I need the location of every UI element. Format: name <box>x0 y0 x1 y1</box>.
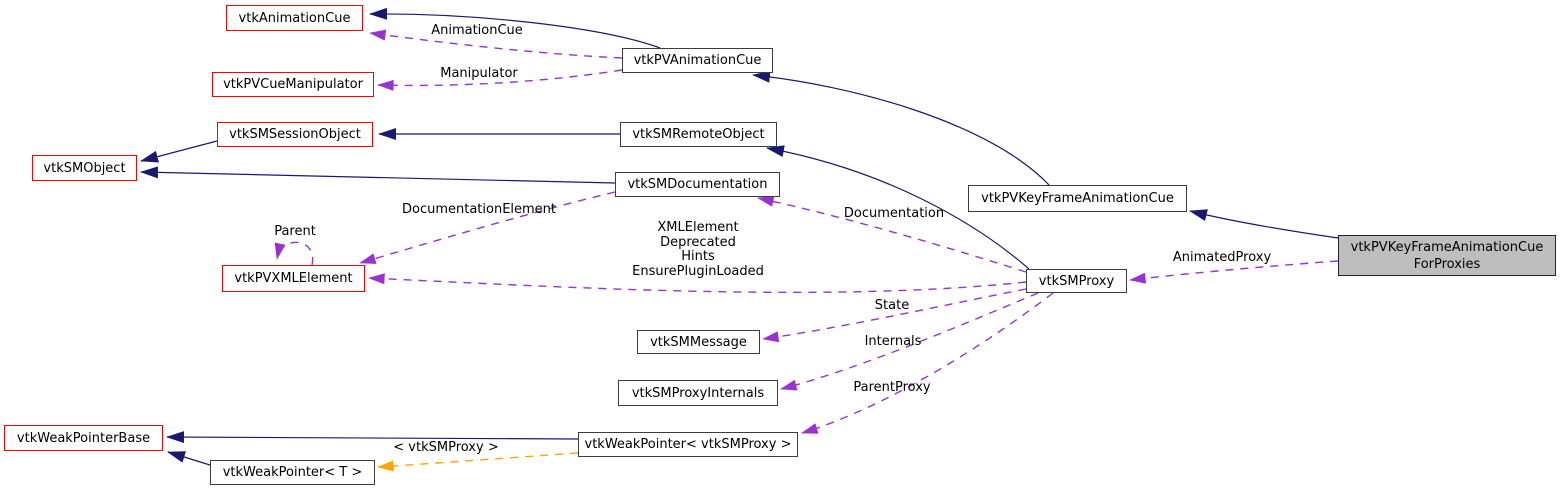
edge-label-template-args: < vtkSMProxy > <box>393 440 499 455</box>
edge-label-parent: Parent <box>274 224 316 239</box>
node-label: vtkSMObject <box>43 160 126 176</box>
node-label-line2: ForProxies <box>1413 256 1481 272</box>
node-vtk-animation-cue[interactable]: vtkAnimationCue <box>226 5 363 31</box>
node-vtk-sm-documentation[interactable]: vtkSMDocumentation <box>615 172 780 197</box>
edge-label-animated-proxy: AnimatedProxy <box>1172 250 1272 265</box>
node-label: vtkWeakPointerBase <box>16 430 151 446</box>
inheritance-edge-pvanimationcue-animationcue <box>369 7 661 49</box>
node-vtk-sm-message[interactable]: vtkSMMessage <box>637 330 760 354</box>
edge-label-animation-cue: AnimationCue <box>431 23 523 38</box>
edge-label-parent-proxy: ParentProxy <box>853 380 931 395</box>
edge-label-state: State <box>874 298 910 313</box>
edge-label-xml-element-group: XMLElement Deprecated Hints EnsurePlugin… <box>632 220 764 279</box>
node-vtk-pv-animation-cue[interactable]: vtkPVAnimationCue <box>622 48 773 73</box>
node-label: vtkSMDocumentation <box>627 177 768 192</box>
usage-edge-animatedproxy <box>1129 260 1339 284</box>
node-label: vtkPVCueManipulator <box>223 77 363 92</box>
node-vtk-sm-remote-object[interactable]: vtkSMRemoteObject <box>620 122 777 147</box>
edge-label-deprecated: Deprecated <box>660 234 736 250</box>
inheritance-edge-smsessionobject-smobject <box>140 140 218 163</box>
node-vtk-sm-proxy-internals[interactable]: vtkSMProxyInternals <box>618 380 778 406</box>
node-vtk-pv-xml-element[interactable]: vtkPVXMLElement <box>222 265 365 292</box>
inheritance-edge-smdocumentation-smobject <box>140 166 616 184</box>
edge-label-ensure-plugin-loaded: EnsurePluginLoaded <box>632 263 764 279</box>
node-vtk-weak-pointer-t[interactable]: vtkWeakPointer< T > <box>210 460 375 485</box>
node-label: vtkSMSessionObject <box>229 127 361 142</box>
usage-edge-xmlelement-deprecated-hints-ensurepluginloaded <box>368 273 1027 294</box>
node-label: vtkWeakPointer< vtkSMProxy > <box>584 437 792 452</box>
node-label: vtkSMRemoteObject <box>632 127 765 142</box>
node-vtk-pv-cue-manipulator[interactable]: vtkPVCueManipulator <box>212 72 374 97</box>
node-label-line1: vtkPVKeyFrameAnimationCue <box>1350 239 1544 255</box>
usage-edge-documentation <box>757 195 1027 273</box>
inheritance-edge-weakpointersmproxy-weakpointerbase <box>166 431 579 444</box>
edge-label-xml-element: XMLElement <box>657 220 739 235</box>
node-label: vtkPVXMLElement <box>234 271 353 286</box>
usage-edge-documentationelement <box>359 191 616 264</box>
edge-label-manipulator: Manipulator <box>440 66 518 81</box>
usage-edge-parentproxy <box>801 292 1054 434</box>
usage-edge-parent-selfloop <box>274 241 314 266</box>
usage-edge-state <box>762 288 1027 343</box>
edge-label-hints: Hints <box>681 249 715 264</box>
usage-edge-internals <box>780 292 1039 391</box>
inheritance-edge-pvkeyframeanimationcue-pvanimationcue <box>752 70 1051 187</box>
node-label: vtkPVKeyFrameAnimationCue <box>981 191 1174 206</box>
node-vtk-weak-pointer-base[interactable]: vtkWeakPointerBase <box>4 425 163 451</box>
node-label: vtkSMMessage <box>650 334 747 350</box>
usage-edge-manipulator <box>377 69 623 91</box>
edge-label-documentation-element: DocumentationElement <box>401 202 557 217</box>
inheritance-edge-weakpointert-weakpointerbase <box>167 451 211 466</box>
node-vtk-sm-proxy[interactable]: vtkSMProxy <box>1026 269 1127 293</box>
node-vtk-pv-key-frame-animation-cue[interactable]: vtkPVKeyFrameAnimationCue <box>968 185 1187 212</box>
node-label: vtkSMProxy <box>1038 273 1115 289</box>
node-label: vtkSMProxyInternals <box>631 385 765 401</box>
inheritance-edge-forproxies-pvkeyframeanimationcue <box>1189 209 1339 239</box>
node-label: vtkAnimationCue <box>238 10 351 26</box>
node-vtk-weak-pointer-vtk-sm-proxy[interactable]: vtkWeakPointer< vtkSMProxy > <box>578 432 798 457</box>
node-vtk-pv-key-frame-animation-cue-for-proxies-current: vtkPVKeyFrameAnimationCue ForProxies <box>1338 235 1556 276</box>
edge-label-internals: Internals <box>864 334 922 349</box>
node-label: vtkWeakPointer< T > <box>222 465 363 480</box>
node-vtk-sm-session-object[interactable]: vtkSMSessionObject <box>217 122 373 147</box>
edge-label-documentation: Documentation <box>843 206 945 221</box>
node-vtk-sm-object[interactable]: vtkSMObject <box>32 155 137 181</box>
inheritance-edge-smproxy-smremoteobject <box>766 145 1030 270</box>
node-label: vtkPVAnimationCue <box>633 53 762 68</box>
usage-edge-animationcue <box>369 29 623 59</box>
